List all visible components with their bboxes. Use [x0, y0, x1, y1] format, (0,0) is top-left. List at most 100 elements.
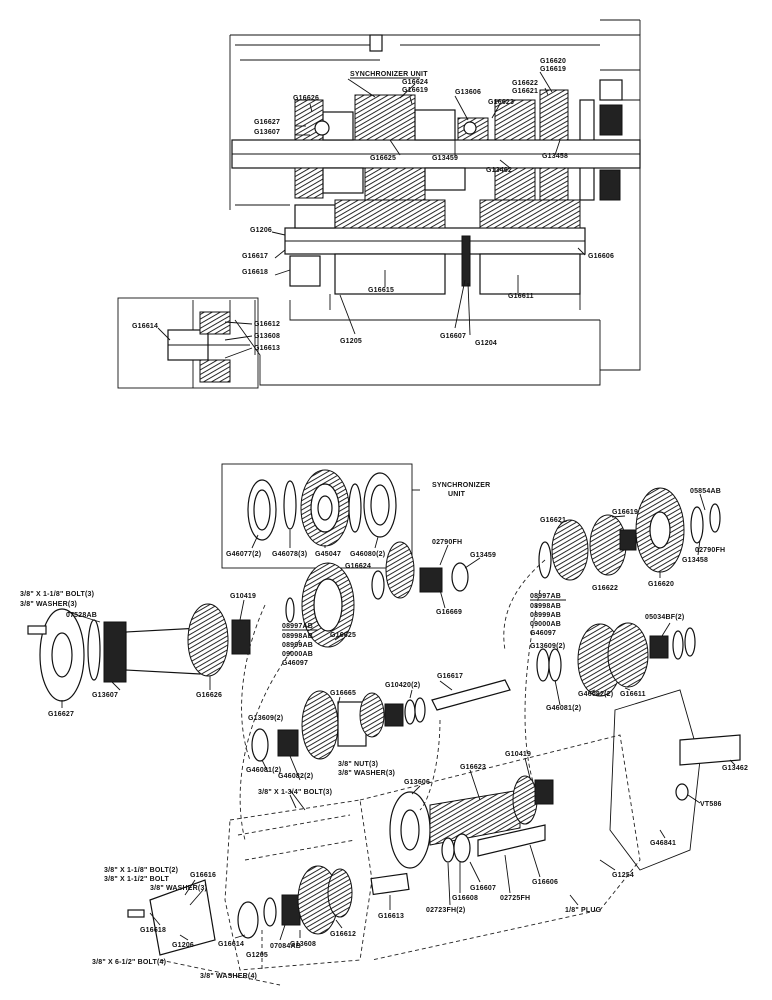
- label-g1205: G1205: [246, 952, 268, 959]
- exploded-leaders: [61, 493, 736, 941]
- input-shaft-g16626: [125, 627, 201, 675]
- label-washer-3-8-c: 3/8" WASHER(3): [150, 885, 207, 892]
- label-g13459: G13459: [432, 155, 458, 162]
- label-g16613: G16613: [378, 913, 404, 920]
- label-g46081-a: G46081(2): [546, 705, 581, 712]
- label-vt586: VT586: [700, 801, 722, 808]
- label-g16624: G16624: [402, 79, 428, 86]
- section-leaders: [157, 71, 586, 359]
- label-g16619-b: G16619: [402, 87, 428, 94]
- label-g10420: G10420(2): [385, 682, 420, 689]
- label-g16612: G16612: [330, 931, 356, 938]
- label-08998ab-b: 08998AB: [530, 603, 561, 610]
- label-g1206: G1206: [172, 942, 194, 949]
- label-09000ab-a: 09000AB: [282, 651, 313, 658]
- bolt-3-8-1-1-8: [27, 625, 47, 635]
- bearing-g13608: [281, 894, 301, 926]
- label-g13609-b: G13609(2): [248, 715, 283, 722]
- label-g16626: G16626: [196, 692, 222, 699]
- inset-detail-box: [117, 297, 259, 389]
- label-08997ab-a: 08997AB: [282, 623, 313, 630]
- bearing-g13607: [103, 621, 127, 683]
- label-g1206: G1206: [250, 227, 272, 234]
- label-g46080: G46080(2): [350, 551, 385, 558]
- vent-plug: [369, 34, 383, 52]
- cluster-gear-g16611: [479, 199, 581, 229]
- label-g46841: G46841: [650, 840, 676, 847]
- output-shaft-g13462: [679, 734, 741, 766]
- shaft-g16606: [477, 824, 546, 857]
- label-g16614: G16614: [218, 941, 244, 948]
- label-02723fh: 02723FH(2): [426, 907, 465, 914]
- label-g13462: G13462: [486, 167, 512, 174]
- label-g10419: G10419: [230, 593, 256, 600]
- label-synchronizer: SYNCHRONIZER: [432, 482, 490, 489]
- label-bolt-3-8-1-3-4: 3/8" X 1-3/4" BOLT(3): [258, 789, 332, 796]
- label-g16614: G16614: [132, 323, 158, 330]
- label-g13459: G13459: [470, 552, 496, 559]
- label-g16607: G16607: [470, 885, 496, 892]
- label-02790fh-b: 02790FH: [695, 547, 725, 554]
- label-g13607: G13607: [92, 692, 118, 699]
- label-g10419b: G10419: [505, 751, 531, 758]
- gear-g16624: [385, 541, 415, 599]
- label-g16669: G16669: [436, 609, 462, 616]
- label-g16620: G16620: [648, 581, 674, 588]
- label-g16618: G16618: [140, 927, 166, 934]
- shaft-g16613: [370, 872, 410, 896]
- washer-g16607: [453, 833, 471, 863]
- label-09000ab-b: 09000AB: [530, 621, 561, 628]
- label-g45047: G45047: [315, 551, 341, 558]
- gear-g16619: [539, 89, 569, 141]
- label-g13606: G13606: [404, 779, 430, 786]
- label-g46077: G46077(2): [226, 551, 261, 558]
- label-g1205: G1205: [340, 338, 362, 345]
- label-08999ab-b: 08999AB: [530, 612, 561, 619]
- label-g46097-b: G46097: [530, 630, 556, 637]
- label-g16608: G16608: [452, 895, 478, 902]
- label-g16625: G16625: [370, 155, 396, 162]
- label-02725fh: 02725FH: [500, 895, 530, 902]
- label-bolt-3-8-1-1-8: 3/8" X 1-1/8" BOLT(3): [20, 591, 94, 598]
- label-g16615: G16615: [368, 287, 394, 294]
- gear-g16620: [494, 99, 536, 141]
- label-g46082-b: G46082(2): [278, 773, 313, 780]
- exploded-view: SYNCHRONIZER UNIT G46077(2) G46078(3) G4…: [20, 463, 748, 986]
- label-g16622: G16622: [592, 585, 618, 592]
- label-g13608: G13608: [290, 941, 316, 948]
- label-g16611: G16611: [620, 691, 646, 698]
- label-bolt-3-8-1-1-8-b: 3/8" X 1-1/8" BOLT(2): [104, 867, 178, 874]
- label-g16612: G16612: [254, 321, 280, 328]
- label-g16627: G16627: [254, 119, 280, 126]
- mainshaft-g16623: [429, 789, 521, 846]
- label-08997ab-b: 08997AB: [530, 593, 561, 600]
- label-g13608: G13608: [254, 333, 280, 340]
- label-washer-3-8-b: 3/8" WASHER(3): [338, 770, 395, 777]
- shaft-g16617: [431, 679, 511, 711]
- label-g13606: G13606: [455, 89, 481, 96]
- label-g1254: G1254: [612, 872, 634, 879]
- label-g16613: G16613: [254, 345, 280, 352]
- label-g16619: G16619: [540, 66, 566, 73]
- gear-g16621: [551, 519, 589, 581]
- label-05034bf: 05034BF(2): [645, 614, 684, 621]
- label-g16606: G16606: [588, 253, 614, 260]
- label-g46097-a: G46097: [282, 660, 308, 667]
- cluster-gear-g16615: [334, 199, 446, 229]
- label-bolt-3-8-1-1-2: 3/8" X 1-1/2" BOLT: [104, 876, 169, 883]
- label-02790fh-a: 02790FH: [432, 539, 462, 546]
- housing-outline: [229, 34, 641, 386]
- label-g16625: G16625: [330, 632, 356, 639]
- label-washer-3-8-d: 3/8" WASHER(4): [200, 973, 257, 980]
- label-unit: UNIT: [448, 491, 466, 498]
- label-g46082-a: G46082(2): [578, 691, 613, 698]
- case-outline-front: [224, 799, 373, 971]
- label-g46078: G46078(3): [272, 551, 307, 558]
- label-g13458: G13458: [682, 557, 708, 564]
- label-washer-3-8-a: 3/8" WASHER(3): [20, 601, 77, 608]
- label-g16619: G16619: [612, 509, 638, 516]
- label-g16607: G16607: [440, 333, 466, 340]
- label-g16617: G16617: [437, 673, 463, 680]
